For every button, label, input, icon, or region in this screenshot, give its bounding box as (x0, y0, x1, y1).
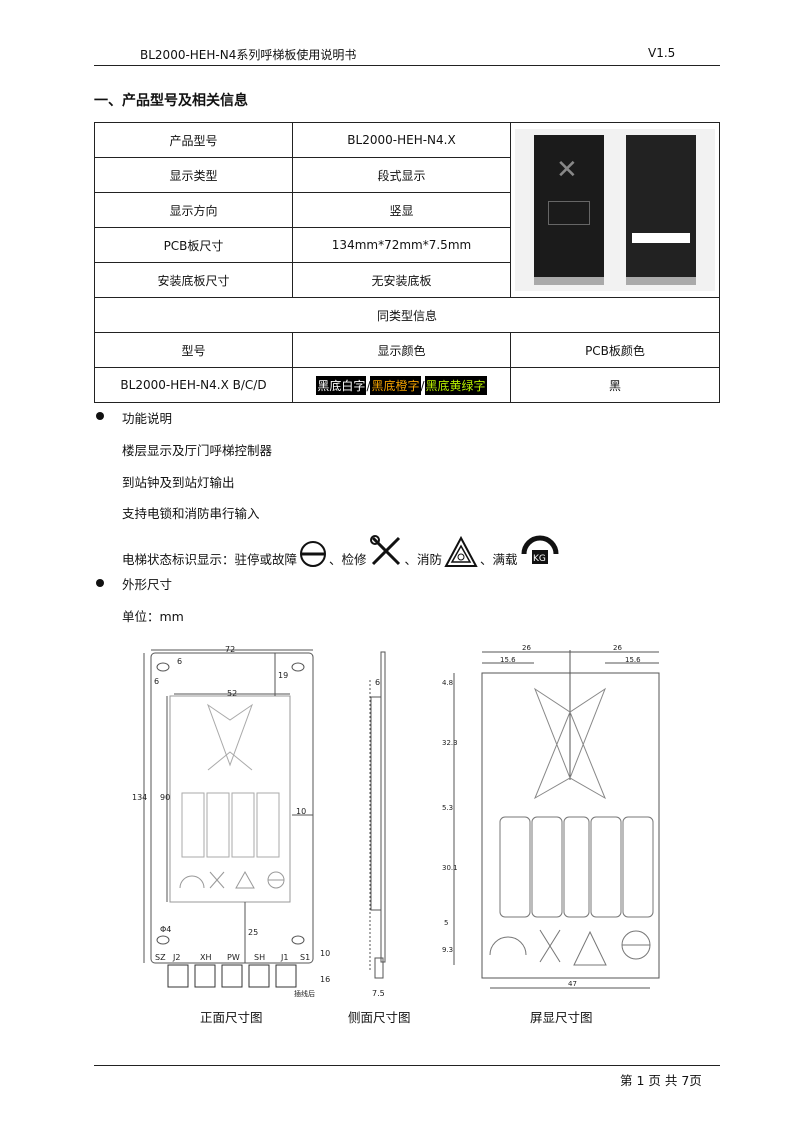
spec-value: 段式显示 (292, 157, 511, 193)
screen-caption: 屏显尺寸图 (530, 1010, 593, 1025)
dim-label: 15.6 (625, 656, 641, 664)
front-dimension-drawing: 72 134 6 6 19 52 90 10 25 Φ4 10 16 插线后 S… (132, 645, 330, 998)
section-title: 一、产品型号及相关信息 (94, 93, 248, 109)
status-prefix: 电梯状态标识显示：驻停或故障 (122, 552, 298, 567)
dim-label: 32.3 (442, 739, 458, 747)
col-header: 显示颜色 (292, 332, 511, 368)
header-rule (94, 65, 720, 66)
status-sep: 、消防 (404, 552, 443, 567)
dim-label: 72 (225, 645, 235, 654)
col-header: PCB板颜色 (510, 332, 720, 368)
dim-label: 6 (177, 657, 182, 666)
spec-label: 显示类型 (94, 157, 293, 193)
svg-text:KG: KG (533, 554, 546, 564)
doc-version: V1.5 (648, 46, 676, 60)
dim-label: 25 (248, 928, 258, 937)
dim-label: 15.6 (500, 656, 516, 664)
dim-label: 5 (444, 919, 448, 927)
spec-label: 显示方向 (94, 192, 293, 228)
dim-label: 134 (132, 793, 147, 802)
dim-label: 26 (613, 644, 622, 652)
dim-label: 19 (278, 671, 288, 680)
feature-item: 支持电锁和消防串行输入 (122, 506, 260, 521)
pcb-color-cell: 黑 (510, 367, 720, 403)
separator: / (366, 378, 371, 393)
spec-value: 134mm*72mm*7.5mm (292, 227, 511, 263)
screen-dimension-drawing: 26 26 15.6 15.6 4.8 32.3 5.3 30.1 5 9.3 … (442, 644, 660, 989)
separator: / (420, 378, 425, 393)
page-number: 第 1 页 共 7页 (620, 1073, 702, 1088)
connector-label: J1 (280, 953, 288, 962)
dim-label: 16 (320, 975, 330, 984)
spec-label: PCB板尺寸 (94, 227, 293, 263)
dim-label: 9.3 (442, 946, 453, 954)
product-photo-cell: ✕ (510, 122, 720, 298)
dim-label: 6 (154, 677, 159, 686)
status-line: 电梯状态标识显示：驻停或故障 、检修 、消防 、满载 KG (122, 528, 560, 568)
front-caption: 正面尺寸图 (200, 1010, 263, 1025)
color-yellowgreen: 黑底黄绿字 (424, 375, 487, 395)
connector-label: SZ (155, 953, 166, 962)
side-caption: 侧面尺寸图 (348, 1010, 411, 1025)
maintenance-icon (369, 535, 400, 566)
bullet (96, 579, 104, 587)
spec-label: 产品型号 (94, 122, 293, 158)
dim-note: 插线后 (294, 989, 315, 998)
doc-header-title: BL2000-HEH-N4系列呼梯板使用说明书 (140, 48, 357, 62)
dim-label: 10 (296, 807, 306, 816)
color-orange: 黑底橙字 (370, 375, 421, 395)
full-load-icon: KG (521, 535, 559, 564)
model-cell: BL2000-HEH-N4.X B/C/D (94, 367, 293, 403)
feature-item: 楼层显示及厅门呼梯控制器 (122, 443, 273, 458)
dim-label: 52 (227, 689, 237, 698)
connector-label: XH (200, 953, 212, 962)
same-type-header: 同类型信息 (94, 297, 720, 333)
spec-value: 竖显 (292, 192, 511, 228)
feature-item: 到站钟及到站灯输出 (122, 475, 235, 490)
dim-label: 6 (375, 678, 380, 687)
dim-label: 10 (320, 949, 330, 958)
footer-rule (94, 1065, 720, 1066)
dim-label: Φ4 (160, 925, 171, 934)
dim-label: 5.3 (442, 804, 453, 812)
connector-label: J2 (172, 953, 180, 962)
side-dimension-drawing: 6 7.5 (369, 651, 386, 998)
connector-label: SH (254, 953, 265, 962)
dim-label: 26 (522, 644, 531, 652)
dim-label: 47 (568, 980, 577, 988)
unit-label: 单位：mm (122, 609, 184, 624)
dimensions-heading: 外形尺寸 (122, 577, 173, 592)
connector-label: PW (227, 953, 240, 962)
pcb-front-photo: ✕ (534, 135, 604, 285)
dim-label: 30.1 (442, 864, 458, 872)
spec-label: 安装底板尺寸 (94, 262, 293, 298)
status-sep: 、检修 (329, 552, 367, 567)
status-sep: 、满载 (480, 552, 518, 567)
spec-value: BL2000-HEH-N4.X (292, 122, 511, 158)
display-colors-cell: 黑底白字/黑底橙字/黑底黄绿字 (292, 367, 511, 403)
pcb-back-photo (626, 135, 696, 285)
dim-label: 90 (160, 793, 170, 802)
spec-value: 无安装底板 (292, 262, 511, 298)
color-white: 黑底白字 (316, 375, 367, 395)
dim-label: 7.5 (372, 989, 385, 998)
fire-icon (444, 536, 478, 567)
stop-fault-icon (300, 541, 327, 567)
connector-label: S1 (300, 953, 310, 962)
dim-label: 4.8 (442, 679, 453, 687)
features-heading: 功能说明 (122, 411, 173, 426)
bullet (96, 412, 104, 420)
col-header: 型号 (94, 332, 293, 368)
